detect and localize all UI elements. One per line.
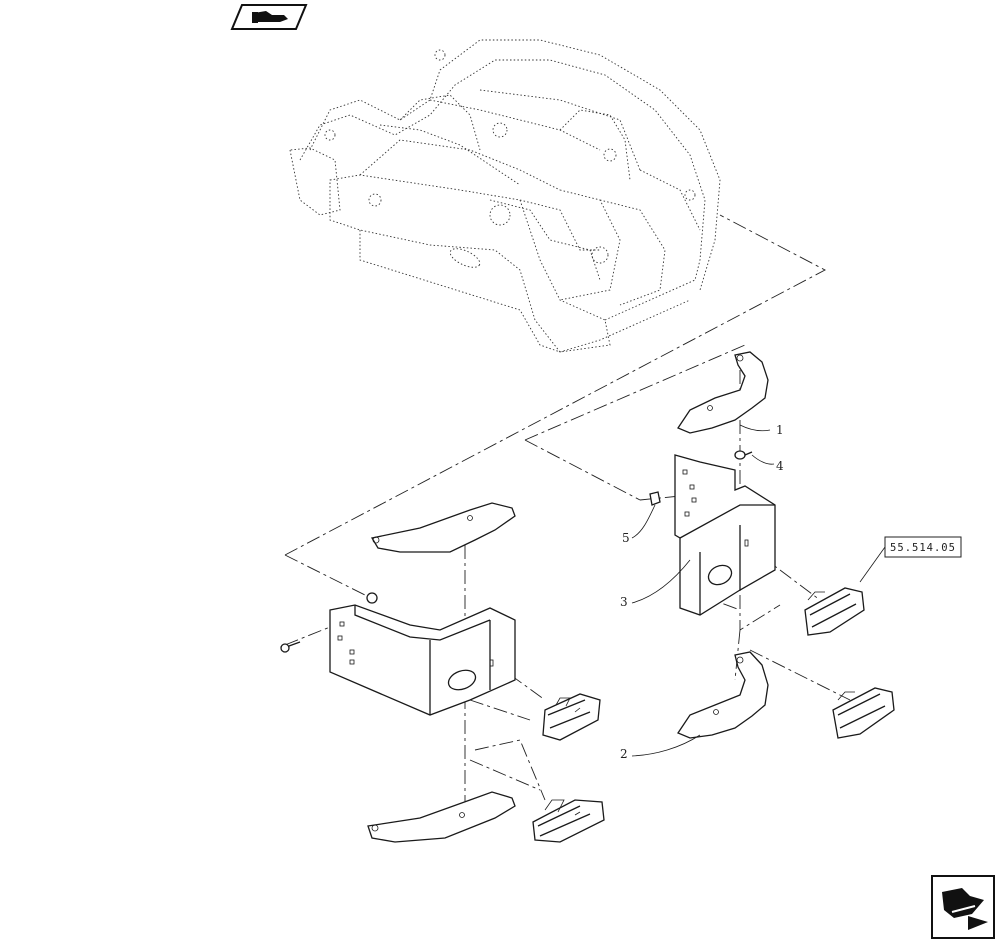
- left-lamp-upper: [542, 693, 601, 741]
- right-lamp-upper: [804, 587, 865, 636]
- callout-item-3: 3: [620, 559, 691, 609]
- callout-item-2: 2: [620, 734, 701, 761]
- hand-pointer-icon[interactable]: [230, 4, 308, 30]
- left-lamp-lower: [532, 799, 605, 843]
- left-upper-mounting-plate: [370, 502, 516, 553]
- right-upper-mounting-plate: [677, 351, 769, 434]
- right-lower-mounting-plate: [677, 651, 769, 739]
- svg-text:55.514.05: 55.514.05: [890, 542, 956, 554]
- nut-item-5: [649, 491, 661, 506]
- left-lamp-bracket: [329, 604, 516, 716]
- left-lower-mounting-plate: [367, 791, 516, 843]
- svg-text:2: 2: [620, 747, 628, 761]
- right-lamp-bracket-item-3: [674, 454, 776, 616]
- left-bolt: [280, 641, 301, 653]
- right-lamp-lower: [832, 687, 895, 739]
- left-nut: [366, 592, 378, 604]
- svg-text:5: 5: [622, 531, 630, 545]
- svg-text:3: 3: [620, 595, 628, 609]
- washer-item-4: [734, 450, 753, 460]
- svg-text:1: 1: [776, 423, 784, 437]
- callout-item-5: 5: [622, 504, 656, 545]
- svg-text:4: 4: [776, 459, 784, 473]
- reference-box-callout[interactable]: 55.514.05: [859, 536, 962, 583]
- callout-item-1: 1: [739, 423, 784, 437]
- callout-item-4: 4: [751, 454, 784, 473]
- next-page-arrow-icon[interactable]: [931, 875, 995, 939]
- tractor-front-frame: [289, 39, 721, 353]
